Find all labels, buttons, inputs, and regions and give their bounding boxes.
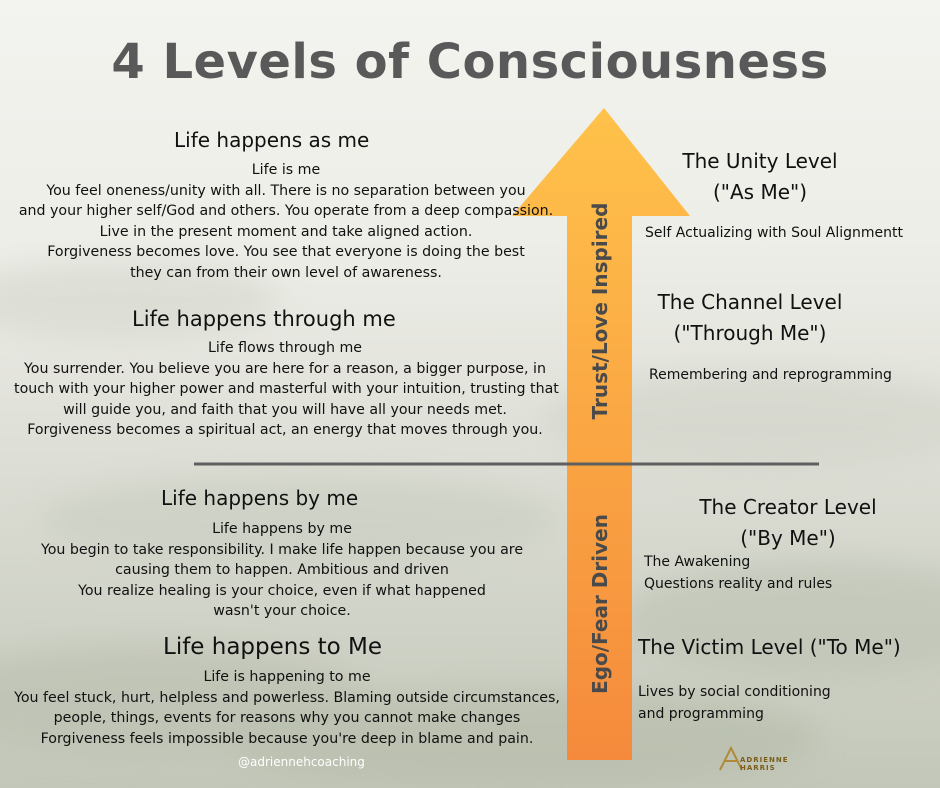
desc-to-me: Life is happening to me You feel stuck, …: [6, 667, 568, 749]
heading-by-me: Life happens by me: [161, 486, 359, 510]
desc-line: You feel stuck, hurt, helpless and power…: [14, 689, 560, 706]
level-title-line: The Victim Level ("To Me"): [638, 635, 901, 659]
axis-label-ego-fear: Ego/Fear Driven: [588, 514, 612, 694]
axis-label-trust-love: Trust/Love Inspired: [588, 202, 612, 420]
creator-level-title: The Creator Level ("By Me"): [680, 492, 896, 554]
social-handle: @adriennehcoaching: [238, 755, 365, 769]
level-title-line: ("By Me"): [740, 526, 836, 550]
desc-line: You realize healing is your choice, even…: [78, 582, 486, 599]
level-sub-line: Remembering and reprogramming: [649, 367, 892, 383]
heading-to-me: Life happens to Me: [163, 634, 383, 660]
heading-as-me: Life happens as me: [174, 128, 370, 152]
desc-line: Life is me: [251, 162, 321, 178]
desc-line: will guide you, and faith that you will …: [63, 401, 507, 418]
heading-through-me: Life happens through me: [132, 307, 396, 331]
channel-level-title: The Channel Level ("Through Me"): [643, 287, 857, 349]
desc-line: Forgiveness becomes love. You see that e…: [47, 244, 525, 260]
level-title-line: ("As Me"): [712, 180, 808, 204]
unity-level-title: The Unity Level ("As Me"): [660, 146, 860, 208]
desc-line: they can from their own level of awarene…: [130, 264, 442, 281]
level-sub-line: Lives by social conditioning: [638, 684, 831, 700]
desc-line: You surrender. You believe you are here …: [24, 360, 546, 377]
page-title: 4 Levels of Consciousness: [111, 34, 829, 90]
level-title-line: The Unity Level: [682, 149, 838, 173]
desc-line: Forgiveness feels impossible because you…: [40, 730, 534, 747]
level-title-line: The Channel Level: [657, 290, 843, 314]
desc-line: touch with your higher power and masterf…: [14, 381, 559, 397]
level-sub-line: Self Actualizing with Soul Alignmentt: [645, 225, 904, 241]
desc-line: Live in the present moment and take alig…: [99, 223, 473, 240]
desc-through-me: Life flows through me You surrender. You…: [14, 338, 559, 441]
arrow-shape: [512, 108, 690, 760]
unity-level-subtitle: Self Actualizing with Soul Alignmentt: [645, 222, 903, 244]
level-title-line: The Creator Level: [699, 495, 877, 519]
desc-line: You feel oneness/unity with all. There i…: [46, 182, 526, 199]
logo-text: ADRIENNE HARRIS: [740, 756, 789, 772]
victim-level-subtitle: Lives by social conditioning and program…: [638, 681, 831, 725]
victim-level-title: The Victim Level ("To Me"): [638, 632, 901, 663]
desc-by-me: Life happens by me You begin to take res…: [22, 519, 542, 622]
creator-level-subtitle: The Awakening Questions reality and rule…: [644, 551, 832, 595]
desc-as-me: Life is me You feel oneness/unity with a…: [12, 160, 560, 283]
level-sub-line: and programming: [638, 706, 764, 722]
level-title-line: ("Through Me"): [673, 321, 827, 345]
desc-line: causing them to happen. Ambitious and dr…: [115, 562, 449, 578]
desc-line: people, things, events for reasons why y…: [53, 710, 521, 726]
brand-logo: ADRIENNE HARRIS: [716, 745, 826, 773]
desc-line: wasn't your choice.: [213, 603, 351, 619]
desc-line: Forgiveness becomes a spiritual act, an …: [27, 422, 543, 438]
channel-level-subtitle: Remembering and reprogramming: [649, 364, 892, 386]
level-sub-line: Questions reality and rules: [644, 576, 833, 592]
level-sub-line: The Awakening: [644, 554, 751, 570]
desc-line: Life is happening to me: [203, 669, 371, 685]
desc-line: Life happens by me: [212, 521, 352, 537]
desc-line: You begin to take responsibility. I make…: [40, 541, 524, 558]
logo-mark-icon: [719, 745, 743, 771]
desc-line: and your higher self/God and others. You…: [18, 203, 554, 219]
desc-line: Life flows through me: [207, 340, 362, 356]
